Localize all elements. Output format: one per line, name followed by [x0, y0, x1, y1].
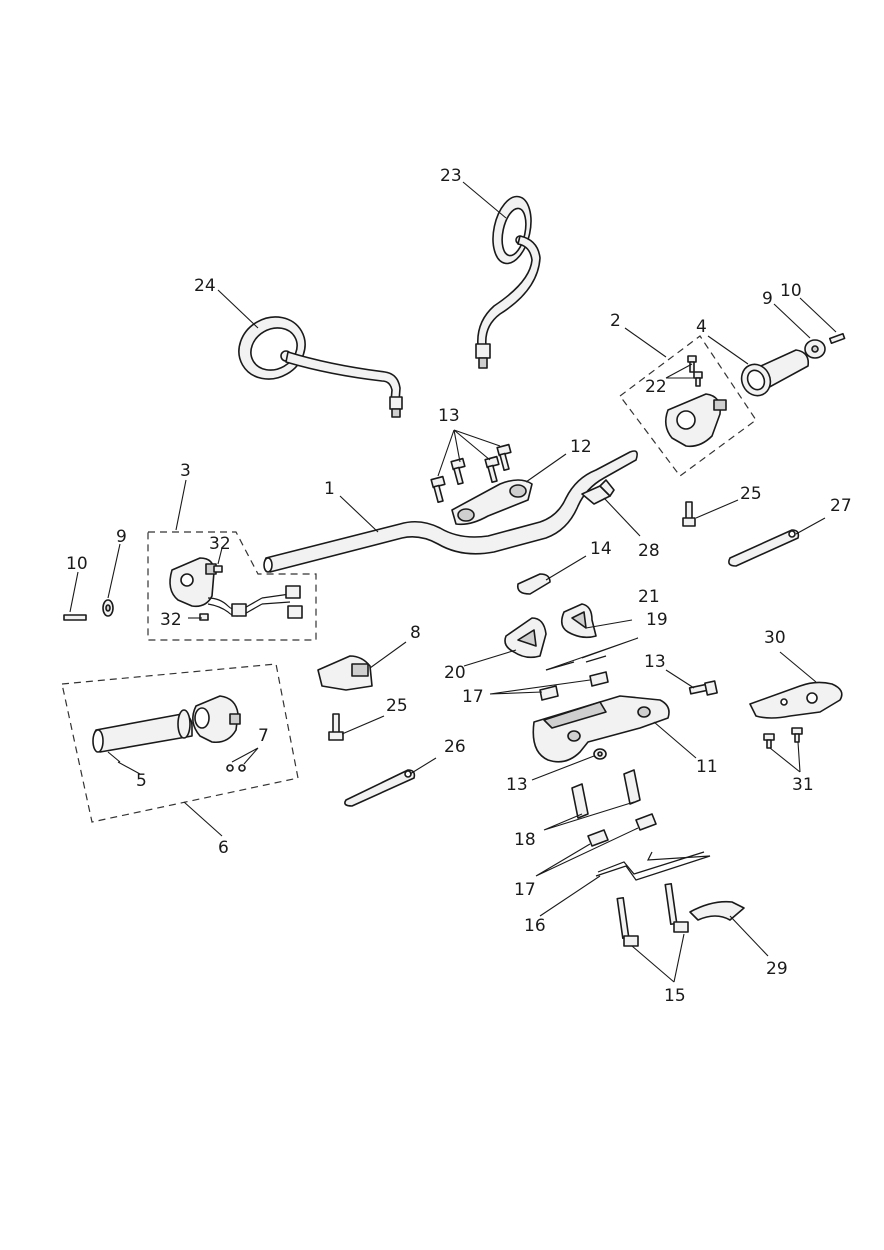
callout-30: 30 — [764, 628, 786, 648]
callout-1: 1 — [324, 479, 335, 499]
callout-15: 15 — [664, 986, 686, 1006]
cable-guide — [689, 900, 745, 921]
callout-28: 28 — [638, 541, 660, 561]
callout-27: 27 — [830, 496, 852, 516]
callout-26: 26 — [444, 737, 466, 757]
callout-25-right: 25 — [740, 484, 762, 504]
throttle-assembly — [61, 663, 299, 823]
right-grip — [740, 332, 846, 397]
callout-14: 14 — [590, 539, 612, 559]
callout-9-right: 9 — [762, 289, 773, 309]
callout-18: 18 — [514, 830, 536, 850]
callout-23: 23 — [440, 166, 462, 186]
callout-11: 11 — [696, 757, 718, 777]
long-bolts — [616, 882, 689, 947]
callout-12: 12 — [570, 437, 592, 457]
rubber-block — [516, 573, 551, 595]
riser-left — [504, 617, 547, 659]
callout-25-center: 25 — [386, 696, 408, 716]
callout-4: 4 — [696, 317, 707, 337]
clip-part — [581, 479, 615, 505]
spacers-lower — [587, 813, 657, 847]
bracket-screws — [763, 727, 803, 749]
callout-3: 3 — [180, 461, 191, 481]
callout-13-horizontal: 13 — [644, 652, 666, 672]
callout-5: 5 — [136, 771, 147, 791]
rubber-pads — [571, 769, 641, 819]
callout-32-bottom: 32 — [160, 610, 182, 630]
callout-13-bolts: 13 — [438, 406, 460, 426]
callout-labels: 23 24 2 4 9 10 22 13 12 1 25 27 28 14 3 … — [66, 166, 852, 1006]
callout-9-left: 9 — [116, 527, 127, 547]
callout-17-upper: 17 — [462, 687, 484, 707]
callout-20: 20 — [444, 663, 466, 683]
lever-bracket — [317, 655, 373, 691]
callout-8: 8 — [410, 623, 421, 643]
lower-clamp — [532, 695, 670, 763]
clamp-bolts — [430, 443, 512, 504]
callout-24: 24 — [194, 276, 216, 296]
bolt-horizontal — [688, 680, 718, 696]
mirror-right — [475, 195, 541, 369]
callout-16: 16 — [524, 916, 546, 936]
shims-upper — [545, 655, 607, 671]
mirror-left — [238, 316, 403, 418]
callout-29: 29 — [766, 959, 788, 979]
callout-10-left: 10 — [66, 554, 88, 574]
top-clamp — [451, 479, 533, 526]
bolt-center — [328, 713, 344, 741]
handlebar — [263, 450, 638, 573]
callout-6: 6 — [218, 838, 229, 858]
right-switch-assembly — [619, 335, 757, 477]
riser-right — [560, 603, 597, 639]
callout-10-right: 10 — [780, 281, 802, 301]
bracket-plate — [749, 681, 843, 719]
callout-21: 21 — [638, 587, 660, 607]
callout-17-lower: 17 — [514, 880, 536, 900]
bolt-right — [682, 501, 696, 527]
callout-13-nut: 13 — [506, 775, 528, 795]
nut-small — [593, 748, 607, 760]
left-switch-assembly — [147, 531, 317, 641]
callout-19: 19 — [646, 610, 668, 630]
callout-7: 7 — [258, 726, 269, 746]
leader-lines — [69, 181, 837, 983]
callout-31: 31 — [792, 775, 814, 795]
strap-center — [344, 769, 416, 807]
callout-32-top: 32 — [209, 534, 231, 554]
left-washer-screw — [63, 599, 114, 621]
callout-2: 2 — [610, 311, 621, 331]
callout-22: 22 — [645, 377, 667, 397]
strap-right — [728, 529, 800, 567]
spacers-upper — [539, 671, 609, 701]
mounting-plate — [595, 851, 711, 881]
